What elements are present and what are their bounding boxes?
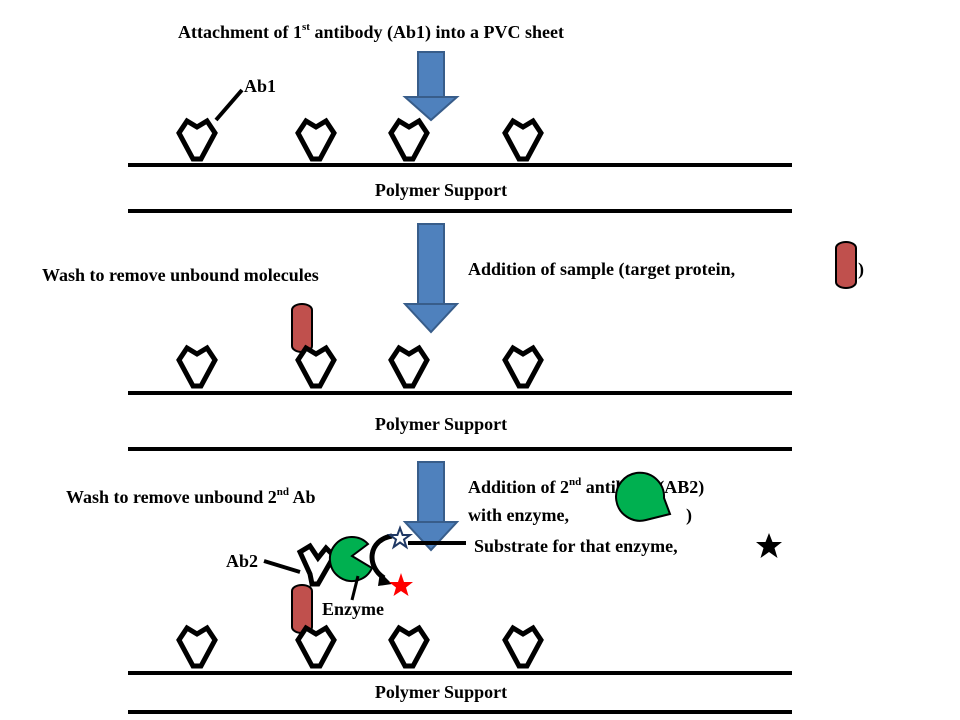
ab2-addition-label: Addition of 2nd antibody (AB2) (468, 476, 704, 498)
title: Attachment of 1st antibody (Ab1) into a … (178, 21, 564, 43)
target-protein-icon (291, 303, 313, 353)
arrow-3-icon (402, 461, 460, 552)
wash-label-1: Wash to remove unbound molecules (42, 265, 319, 285)
secondary-antibody-icon (296, 542, 338, 587)
wash-label-2: Wash to remove unbound 2nd Ab (66, 486, 316, 507)
enzyme-icon (328, 536, 374, 582)
antibody-icon (179, 121, 215, 159)
reaction-arrow-icon (369, 533, 393, 586)
target-protein-icon (835, 241, 857, 289)
enzyme-legend-icon (615, 471, 672, 522)
antibody-icon (179, 348, 215, 386)
support-label-1: Polymer Support (375, 180, 507, 200)
arrow-1-icon (402, 51, 460, 122)
arrow-2-icon (402, 223, 460, 334)
substrate-small-star-icon (387, 525, 413, 550)
substrate-star-icon (756, 533, 782, 558)
antibody-icon (505, 628, 541, 666)
product-star-icon (389, 573, 413, 596)
target-protein-icon (291, 584, 313, 634)
sample-label: Addition of sample (target protein, (468, 259, 735, 280)
antibody-icon (391, 628, 427, 666)
enzyme-label: Enzyme (322, 599, 384, 619)
antibody-icon (391, 348, 427, 386)
support-label-3: Polymer Support (375, 682, 507, 702)
ab2-pointer-line (263, 559, 301, 574)
antibody-icon (179, 628, 215, 666)
with-enzyme-close-paren: ) (686, 505, 692, 526)
with-enzyme-label: with enzyme, (468, 505, 569, 525)
antibody-icon (391, 121, 427, 159)
antibody-icon (505, 348, 541, 386)
antibody-icon (298, 628, 334, 666)
antibody-icon (505, 121, 541, 159)
substrate-label: Substrate for that enzyme, (474, 536, 678, 556)
ab1-pointer-line (214, 88, 244, 122)
antibody-icon (298, 121, 334, 159)
enzyme-pointer-line (350, 575, 360, 601)
ab1-label: Ab1 (244, 76, 276, 96)
sample-close-paren: ) (858, 259, 864, 280)
support-label-2: Polymer Support (375, 414, 507, 434)
ab2-label: Ab2 (226, 551, 258, 571)
antibody-icon (298, 348, 334, 386)
